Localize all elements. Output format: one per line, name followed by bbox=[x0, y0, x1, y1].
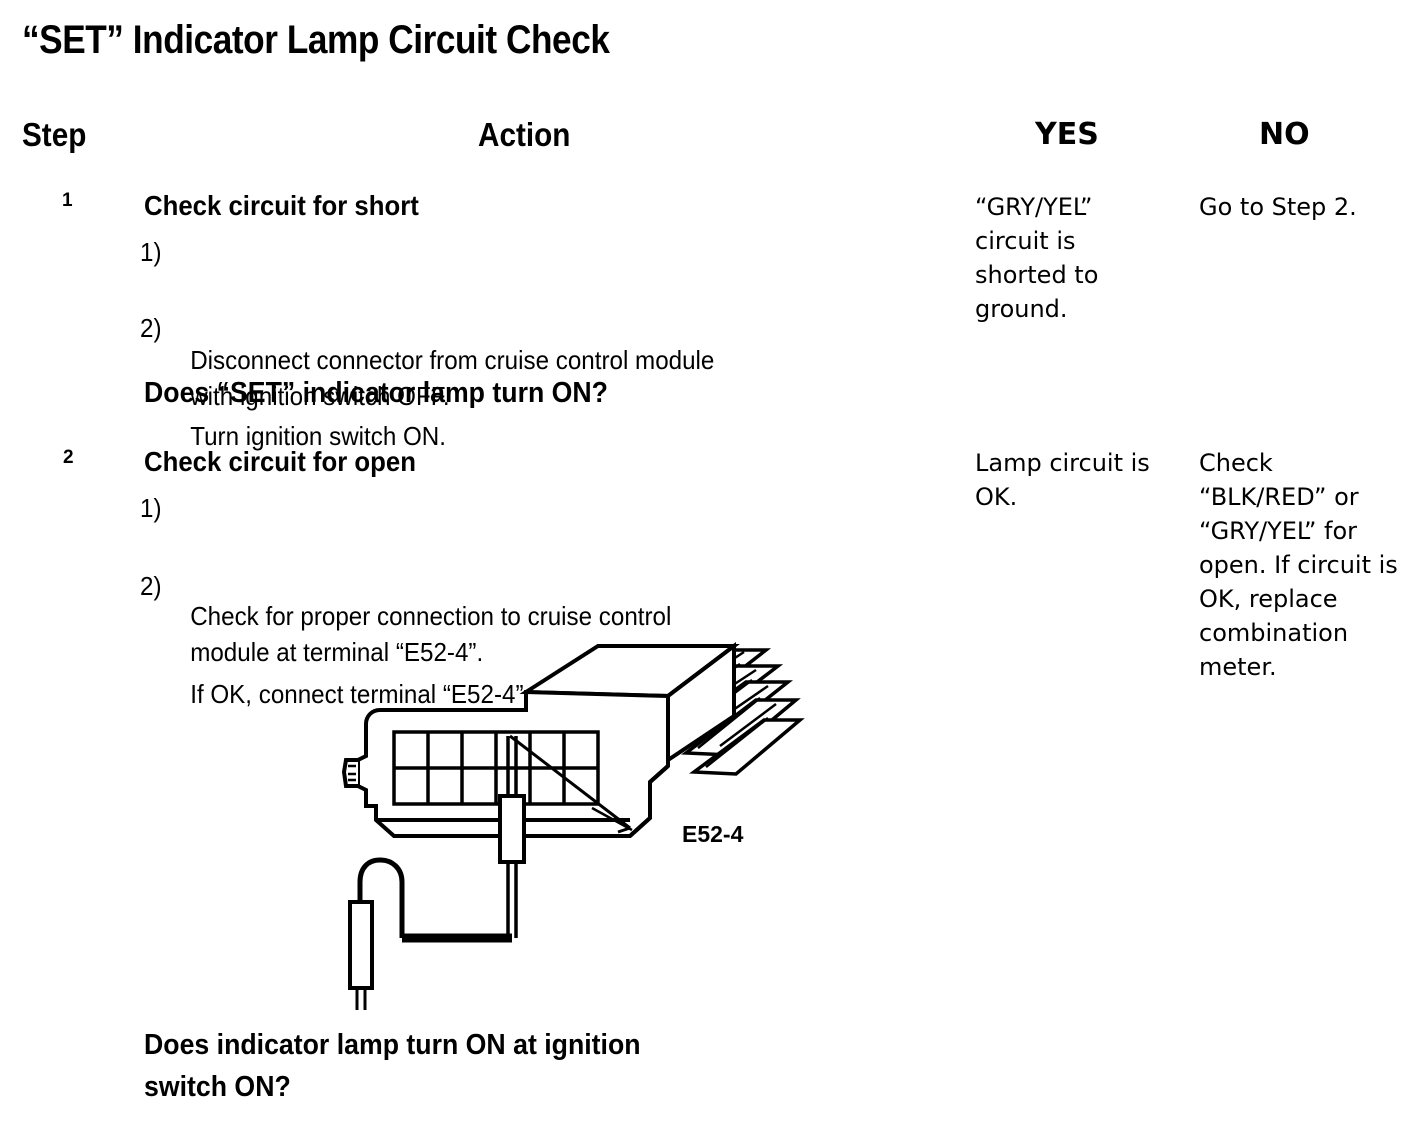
test-probe bbox=[498, 736, 526, 938]
step-1-substep-1-text: Disconnect connector from cruise control… bbox=[190, 345, 715, 411]
step-1-substep-2-text: Turn ignition switch ON. bbox=[190, 421, 446, 451]
step-1-substep-1: 1) Disconnect connector from cruise cont… bbox=[140, 234, 758, 486]
step-1-substep-1-marker: 1) bbox=[140, 237, 162, 267]
column-header-action: Action bbox=[478, 116, 571, 153]
ground-point bbox=[348, 900, 374, 1010]
step-number-1: 1 bbox=[62, 190, 73, 211]
step-2-yes-result: Lamp circuit is OK. bbox=[975, 449, 1150, 511]
step-1-action-title: Check circuit for short bbox=[144, 190, 419, 221]
step-2-substep-2-marker: 2) bbox=[140, 571, 162, 601]
connector-diagram-svg: E52-4 bbox=[341, 641, 805, 1010]
pin-grid bbox=[392, 730, 600, 806]
test-lead-wire bbox=[357, 857, 512, 943]
column-header-no: NO bbox=[1259, 117, 1310, 152]
page-title: “SET” Indicator Lamp Circuit Check bbox=[22, 18, 610, 62]
terminal-leader-line bbox=[509, 734, 633, 834]
step-2-substep-1-text: Check for proper connection to cruise co… bbox=[190, 601, 672, 667]
step-1-yes-result: “GRY/YEL” circuit is shorted to ground. bbox=[975, 193, 1099, 323]
column-header-yes: YES bbox=[1035, 117, 1099, 152]
step-2-question: Does indicator lamp turn ON at ignition … bbox=[144, 1029, 641, 1103]
column-header-step: Step bbox=[22, 116, 87, 153]
step-2-no-result: Check “BLK/RED” or “GRY/YEL” for open. I… bbox=[1199, 449, 1398, 681]
locking-tab bbox=[341, 758, 358, 788]
step-2-action-title: Check circuit for open bbox=[144, 446, 416, 477]
step-2-substep-1: 1) Check for proper connection to cruise… bbox=[140, 490, 711, 742]
step-1-no-result: Go to Step 2. bbox=[1199, 193, 1357, 221]
step-1-substep-2: 2) Turn ignition switch ON. bbox=[140, 310, 469, 526]
step-number-2: 2 bbox=[63, 447, 74, 468]
step-1-substep-2-marker: 2) bbox=[140, 313, 162, 343]
terminal-label-e52-4: E52-4 bbox=[682, 821, 744, 847]
connector-terminal-ground-test-illustration: E52-4 bbox=[330, 620, 810, 1010]
step-2-substep-1-marker: 1) bbox=[140, 493, 162, 523]
step-1-question: Does “SET” indicator lamp turn ON? bbox=[144, 377, 608, 409]
